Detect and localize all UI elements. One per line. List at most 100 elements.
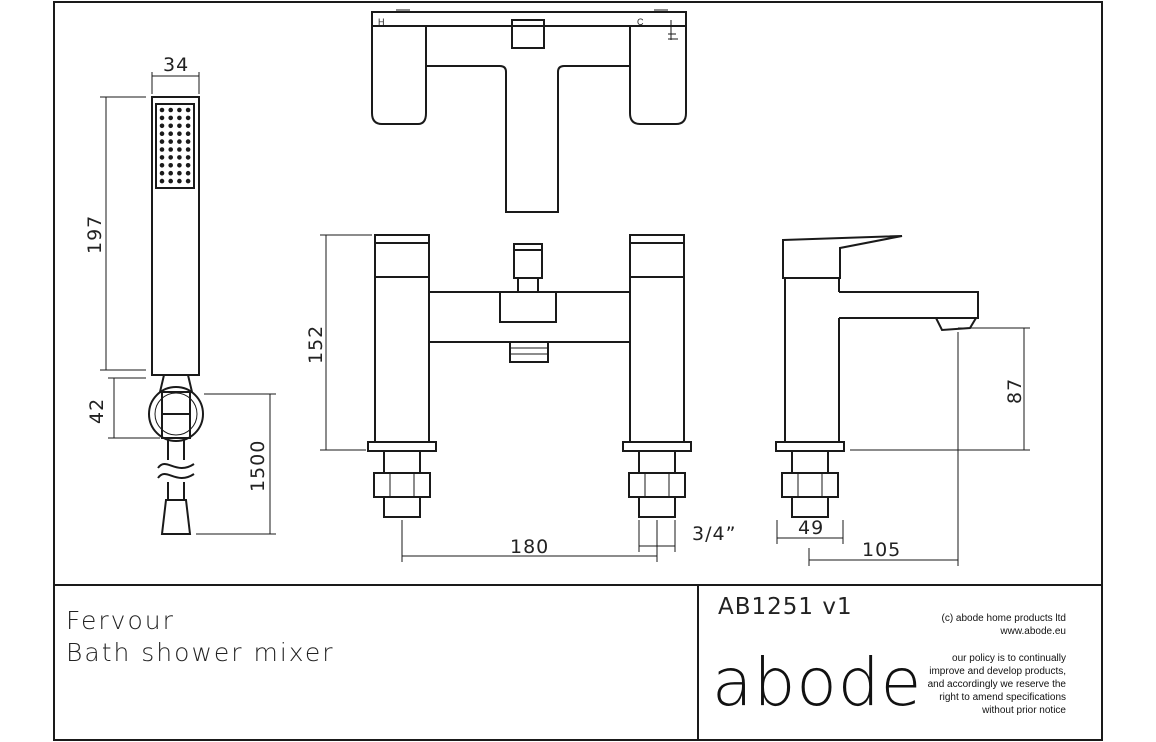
front-cold-nut [628,472,686,498]
spray-nozzle [159,155,165,160]
spray-nozzles [159,107,191,184]
spray-nozzle [177,139,182,144]
abode-logo: abode [712,644,923,721]
dim-handset-width: 34 [163,54,189,76]
policy-line: and accordingly we reserve the [927,679,1066,690]
spray-nozzle [177,123,182,129]
front-cold-handle-cap [629,234,685,244]
spray-nozzle [159,115,165,121]
spray-nozzle [185,170,191,176]
plan-diverter [511,19,545,49]
spray-nozzle [159,178,165,184]
spray-nozzle [168,155,173,160]
policy-line: our policy is to continually [952,653,1066,664]
plan-cold-handle [629,26,687,125]
front-cold-tail [638,450,676,474]
spray-nozzle [185,123,191,129]
front-hot-handle [374,242,430,278]
product-name: Fervour [66,606,175,635]
front-cold-base [622,441,692,452]
dim-thread: 3/4” [692,523,736,545]
spray-nozzle [168,123,173,129]
policy-line: right to amend specifications [939,692,1066,703]
side-handle [782,235,903,279]
policy-notice: our policy is to continually improve and… [928,652,1066,717]
copyright-block: (c) abode home products ltd www.abode.eu [941,612,1066,638]
plan-body-top [371,11,687,27]
plan-view: H C [371,9,687,213]
spray-nozzle [168,147,173,152]
front-hot-tail [383,450,421,474]
drawing-code: AB1251 v1 [718,594,853,620]
front-hot-thread [383,496,421,518]
spray-nozzle [159,123,165,129]
spray-nozzle [185,163,191,168]
front-diverter-stem [517,277,539,293]
side-view: 87 49 105 [775,235,1030,566]
spray-nozzle [177,163,182,168]
dim-handset-length: 197 [84,215,106,254]
website-text: www.abode.eu [1000,626,1066,637]
front-hot-nut [373,472,431,498]
front-view: 152 180 3/4” [305,234,736,562]
spray-nozzle [185,131,191,136]
spray-nozzle [168,163,173,168]
side-base [775,441,845,452]
policy-line: without prior notice [982,705,1066,716]
spray-nozzle [168,115,173,121]
spray-nozzle [159,170,165,176]
spray-nozzle [159,139,165,144]
wall-holder [148,386,204,442]
spray-nozzle [185,147,191,152]
spray-nozzle [159,147,165,152]
dim-mixer-height: 152 [305,325,327,364]
front-cold-thread [638,496,676,518]
policy-line: improve and develop products, [929,666,1066,677]
product-type: Bath shower mixer [66,638,335,667]
front-hot-base [367,441,437,452]
hose-break-top [157,463,195,469]
side-nut [781,472,839,498]
copyright-text: (c) abode home products ltd [941,613,1066,624]
spray-nozzle [168,139,173,144]
spray-nozzle [177,170,182,176]
product-title: Fervour Bath shower mixer [66,605,335,669]
spray-nozzle [159,131,165,136]
plan-hot-handle [371,26,427,125]
spray-nozzle [185,115,191,121]
side-spout [839,291,979,319]
spray-nozzle [177,147,182,152]
spray-nozzle [177,178,182,184]
dim-centres: 180 [510,536,549,558]
spray-nozzle [168,170,173,176]
spray-nozzle [185,139,191,144]
spray-nozzle [177,107,182,113]
spray-nozzle [177,131,182,136]
spray-nozzle [185,178,191,184]
front-spout-outlet [499,291,557,323]
front-hose-outlet [509,341,549,363]
dim-spout-height: 87 [1004,378,1026,404]
plan-spout [426,65,630,213]
handset-view: 34 197 42 1500 [84,54,276,535]
spray-nozzle [177,155,182,160]
side-thread [791,496,829,518]
spray-nozzle [159,163,165,168]
front-cold-handle [629,242,685,278]
dim-spout-reach: 105 [862,539,901,561]
spray-nozzle [177,115,182,121]
handset-spray-face [155,103,195,189]
spray-nozzle [185,155,191,160]
spray-nozzle [185,107,191,113]
dim-holder-height: 42 [86,398,108,424]
spray-nozzle [168,131,173,136]
dim-hose-length: 1500 [247,440,269,492]
spray-nozzle [159,107,165,113]
handset-body [151,96,200,376]
dim-base-depth: 49 [798,517,824,539]
drawing-frame [53,1,1103,741]
side-tail [791,450,829,474]
hot-label: H [378,17,385,27]
hose-break-bottom [157,473,195,479]
